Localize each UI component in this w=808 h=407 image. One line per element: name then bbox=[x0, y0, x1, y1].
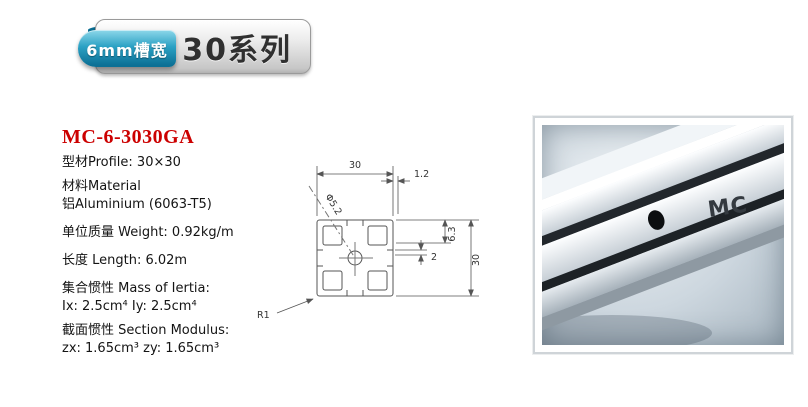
spec-line-inertia-values: Ix: 2.5cm⁴ Iy: 2.5cm⁴ bbox=[62, 299, 197, 314]
profile-outline bbox=[308, 185, 394, 297]
t-slot-groove bbox=[542, 125, 784, 276]
dim-slot-depth: 6.3 bbox=[447, 226, 458, 241]
dim-slot-lip: 2 bbox=[431, 252, 437, 263]
profile-shadow bbox=[542, 315, 712, 345]
series-title: 30系列 bbox=[182, 32, 292, 68]
product-model: MC-6-3030GA bbox=[62, 126, 195, 148]
extrusion-bar bbox=[542, 125, 784, 345]
spec-line-modulus-values: zx: 1.65cm³ zy: 1.65cm³ bbox=[62, 341, 220, 356]
cross-section-drawing: 30 1.2 Φ5.2 6.3 2 30 R1 bbox=[257, 160, 482, 321]
slot-width-label: 6mm槽宽 bbox=[86, 40, 168, 60]
series-badge: 30系列 6mm槽宽 bbox=[78, 16, 316, 80]
dim-wall-thickness: 1.2 bbox=[414, 169, 429, 180]
brand-mark: MC bbox=[706, 193, 749, 223]
t-slot-groove bbox=[542, 159, 784, 317]
dimension-lines bbox=[276, 166, 479, 314]
spec-line-modulus-title: 截面惯性 Section Modulus: bbox=[62, 323, 230, 338]
profile-render: MC bbox=[542, 125, 784, 345]
product-photo: MC bbox=[542, 125, 784, 345]
spec-line-material-alloy: 铝Aluminium (6063-T5) bbox=[62, 197, 212, 212]
spec-line-inertia-title: 集合惯性 Mass of Iertia: bbox=[62, 281, 210, 296]
center-line bbox=[308, 185, 356, 259]
slot-width-ribbon: 6mm槽宽 bbox=[78, 25, 176, 67]
dim-corner-radius: R1 bbox=[257, 310, 270, 321]
center-bore-hole bbox=[647, 210, 665, 230]
product-photo-frame: MC bbox=[533, 116, 793, 354]
spec-line-profile: 型材Profile: 30×30 bbox=[62, 155, 181, 170]
spec-line-length: 长度 Length: 6.02m bbox=[62, 253, 188, 268]
spec-line-material: 材料Material bbox=[62, 179, 141, 194]
dim-height-right: 30 bbox=[471, 254, 482, 266]
dim-width-top: 30 bbox=[349, 160, 361, 171]
spec-list: 型材Profile: 30×30 材料Material 铝Aluminium (… bbox=[62, 154, 262, 358]
dim-center-hole: Φ5.2 bbox=[322, 192, 343, 217]
spec-line-weight: 单位质量 Weight: 0.92kg/m bbox=[62, 225, 234, 240]
